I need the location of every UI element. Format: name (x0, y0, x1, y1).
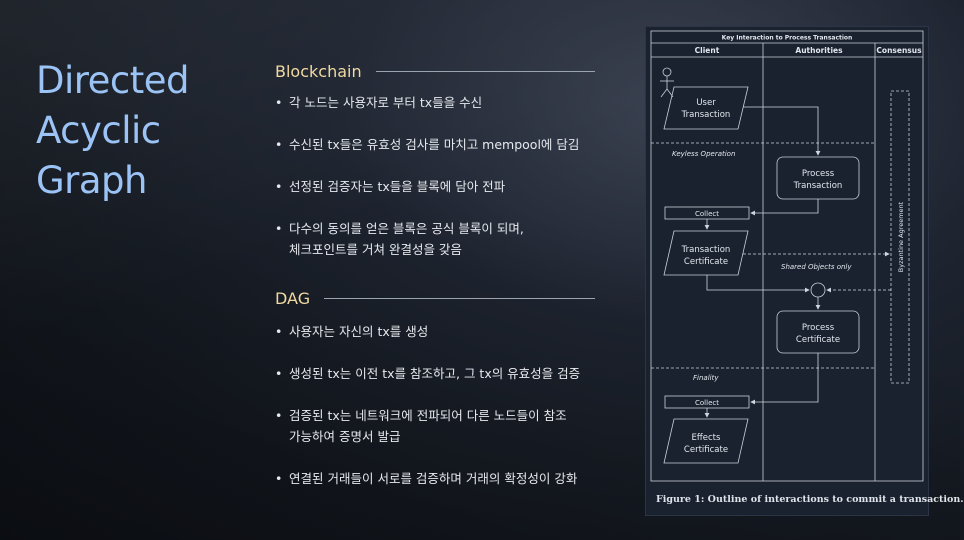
list-item: •검증된 tx는 네트워크에 전파되어 다른 노드들이 참조 (275, 408, 567, 423)
node-label: Transaction (681, 110, 731, 120)
list-item: •수신된 tx들은 유효성 검사를 마치고 mempool에 담김 (275, 137, 580, 152)
page-title: Directed Acyclic Graph (36, 56, 236, 206)
dag-heading-label: DAG (275, 289, 311, 308)
title-line: Acyclic (36, 109, 161, 152)
node-label: Process (802, 323, 835, 333)
node-label: User (696, 98, 716, 108)
phase-label: Finality (693, 374, 719, 382)
node-label: Transaction (793, 181, 843, 191)
figure-header: Key Interaction to Process Transaction (722, 35, 853, 42)
node-label: Process (802, 169, 835, 179)
blockchain-list: •각 노드는 사용자로 부터 tx들을 수신 •수신된 tx들은 유효성 검사를… (275, 92, 605, 260)
dag-heading: DAG (275, 289, 595, 308)
node-label: Transaction (681, 245, 731, 255)
title-line: Graph (36, 159, 148, 202)
transaction-certificate-shape (663, 230, 749, 276)
list-item: •생성된 tx는 이전 tx를 참조하고, 그 tx의 유효성을 검증 (275, 366, 581, 381)
list-item: •사용자는 자신의 tx를 생성 (275, 324, 429, 339)
node-label: Certificate (684, 445, 728, 455)
divider (324, 298, 595, 299)
lane-label: Consensus (876, 46, 922, 55)
user-icon (662, 67, 672, 77)
divider (375, 71, 595, 72)
list-item: •각 노드는 사용자로 부터 tx들을 수신 (275, 95, 483, 110)
consensus-label: Byzantine Agreement (897, 201, 905, 272)
list-item: •선정된 검증자는 tx들을 블록에 담아 전파 (275, 179, 506, 194)
node-label: Collect (695, 210, 719, 218)
effects-certificate-shape (663, 418, 749, 464)
figure-svg: Key Interaction to Process Transaction C… (650, 30, 924, 482)
lane-label: Authorities (795, 46, 843, 55)
dag-list: •사용자는 자신의 tx를 생성 •생성된 tx는 이전 tx를 참조하고, 그… (275, 321, 605, 489)
user-transaction-shape (663, 86, 749, 130)
node-label: Effects (692, 433, 721, 443)
list-item: •연결된 거래들이 서로를 검증하며 거래의 확정성이 강화 (275, 471, 578, 486)
list-item: •다수의 동의를 얻은 블록은 공식 블록이 되며, (275, 221, 524, 236)
list-item-continuation: 가능하여 증명서 발급 (289, 429, 401, 444)
figure-caption: Figure 1: Outline of interactions to com… (656, 494, 964, 505)
blockchain-heading: Blockchain (275, 62, 595, 81)
blockchain-heading-label: Blockchain (275, 62, 362, 81)
title-line: Directed (36, 59, 190, 102)
list-item-continuation: 체크포인트를 거쳐 완결성을 갖음 (289, 242, 462, 257)
node-label: Collect (695, 399, 719, 407)
node-label: Certificate (684, 257, 728, 267)
phase-label: Keyless Operation (672, 150, 735, 158)
figure-frame (650, 30, 924, 482)
join-node (810, 282, 826, 298)
lane-label: Client (695, 46, 720, 55)
edge-label: Shared Objects only (781, 263, 852, 271)
sequence-figure: Key Interaction to Process Transaction C… (645, 26, 964, 516)
node-label: Certificate (796, 335, 840, 345)
